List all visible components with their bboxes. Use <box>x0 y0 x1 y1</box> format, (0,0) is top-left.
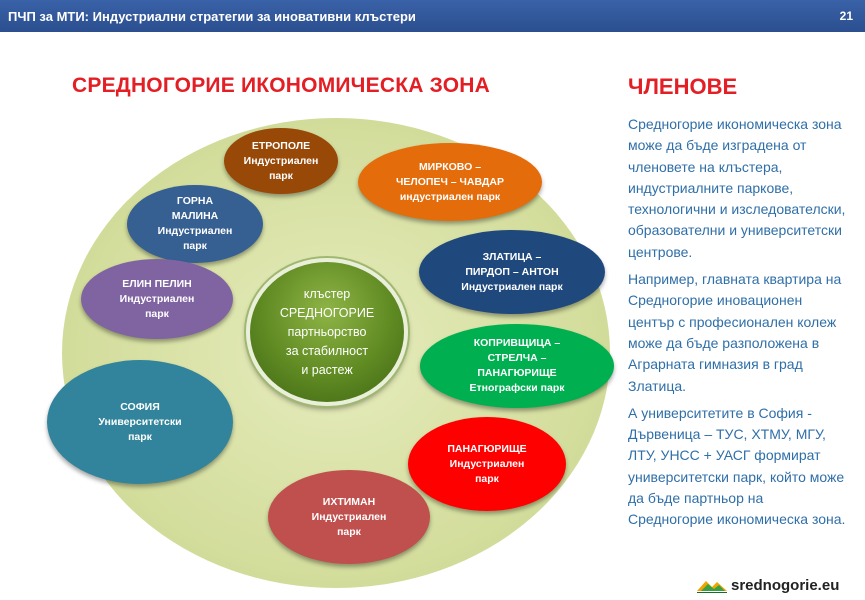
slide-title: ПЧП за МТИ: Индустриални стратегии за ин… <box>8 9 416 24</box>
paragraph-3: А университетите в София - Дървеница – Т… <box>628 404 846 528</box>
members-description: Средногорие икономическа зона може да бъ… <box>628 114 848 537</box>
page-number: 21 <box>839 9 853 23</box>
bubble-etropole: ЕТРОПОЛЕ Индустриален парк <box>224 128 338 194</box>
bubble-sofia: СОФИЯ Университетски парк <box>47 360 233 484</box>
members-heading: ЧЛЕНОВЕ <box>628 74 738 99</box>
slide-header: ПЧП за МТИ: Индустриални стратегии за ин… <box>0 0 865 32</box>
bubble-mirkovo: МИРКОВО – ЧЕЛОПЕЧ – ЧАВДАР индустриален … <box>358 143 542 221</box>
bubble-elin-pelin: ЕЛИН ПЕЛИН Индустриален парк <box>81 259 233 339</box>
bubble-zlatica: ЗЛАТИЦА – ПИРДОП – АНТОН Индустриален па… <box>419 230 605 314</box>
paragraph-2: Например, главната квартира на Средногор… <box>628 271 842 394</box>
bubble-koprivshtica: КОПРИВЩИЦА – СТРЕЛЧА – ПАНАГЮРИЩЕ Етногр… <box>420 324 614 408</box>
bubble-gorna-malina: ГОРНА МАЛИНА Индустриален парк <box>127 185 263 263</box>
bubble-panagyurishte: ПАНАГЮРИЩЕ Индустриален парк <box>408 417 566 511</box>
logo-text: srednogorie.eu <box>731 576 840 594</box>
cluster-center-circle: клъстер СРЕДНОГОРИЕ партньорство за стаб… <box>246 258 408 406</box>
paragraph-1: Средногорие икономическа зона може да бъ… <box>628 116 846 260</box>
mountains-logo-icon <box>697 581 727 593</box>
zone-heading: СРЕДНОГОРИЕ ИКОНОМИЧЕСКА ЗОНА <box>72 74 490 97</box>
bubble-ihtiman: ИХТИМАН Индустриален парк <box>268 470 430 564</box>
site-logo: srednogorie.eu <box>697 574 839 596</box>
